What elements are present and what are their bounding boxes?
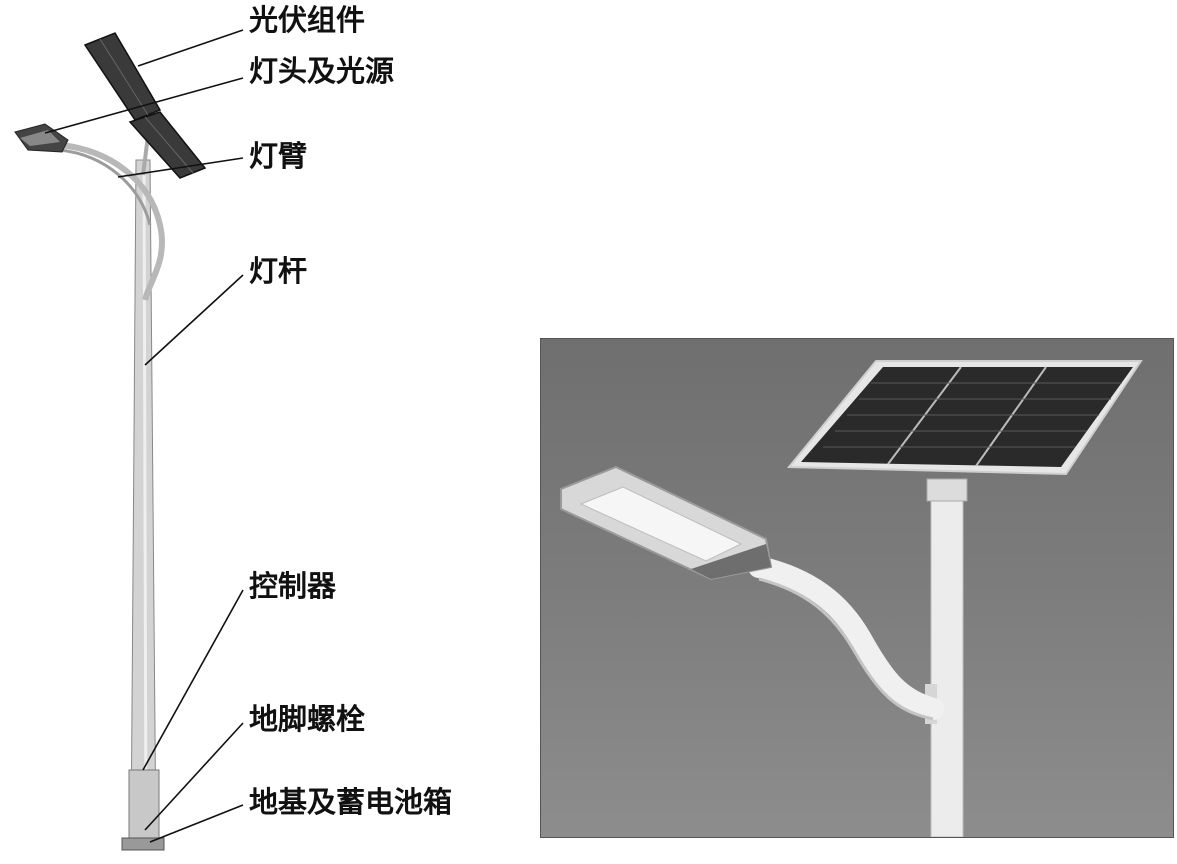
label-lamp-arm: 灯臂 — [249, 140, 307, 172]
lamp-pole — [131, 160, 156, 845]
photo-solar-panel — [789, 361, 1141, 474]
label-lamp-head: 灯头及光源 — [249, 55, 394, 87]
label-pv-module: 光伏组件 — [249, 4, 365, 36]
photo-lamp-head — [561, 467, 771, 579]
photo-pole — [931, 489, 963, 837]
street-light-photo — [540, 338, 1174, 838]
label-controller: 控制器 — [249, 570, 336, 602]
photo-graphic — [541, 339, 1173, 837]
label-anchor-bolts: 地脚螺栓 — [249, 703, 365, 735]
leader-controller — [143, 590, 243, 770]
label-foundation-battery-box: 地基及蓄电池箱 — [249, 786, 452, 818]
leader-lamp-pole — [145, 275, 243, 365]
label-lamp-pole: 灯杆 — [249, 255, 307, 287]
leader-pv-module — [138, 30, 243, 66]
leader-foundation — [150, 805, 243, 842]
pole-base — [122, 770, 164, 850]
